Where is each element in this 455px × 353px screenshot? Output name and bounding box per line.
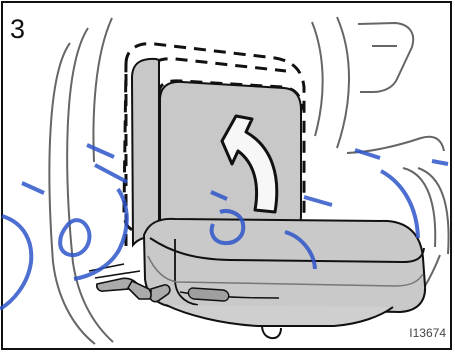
seat-cushion <box>144 219 425 338</box>
seatback <box>132 59 301 245</box>
step-number: 3 <box>10 16 25 43</box>
figure-code: I13674 <box>409 327 446 339</box>
